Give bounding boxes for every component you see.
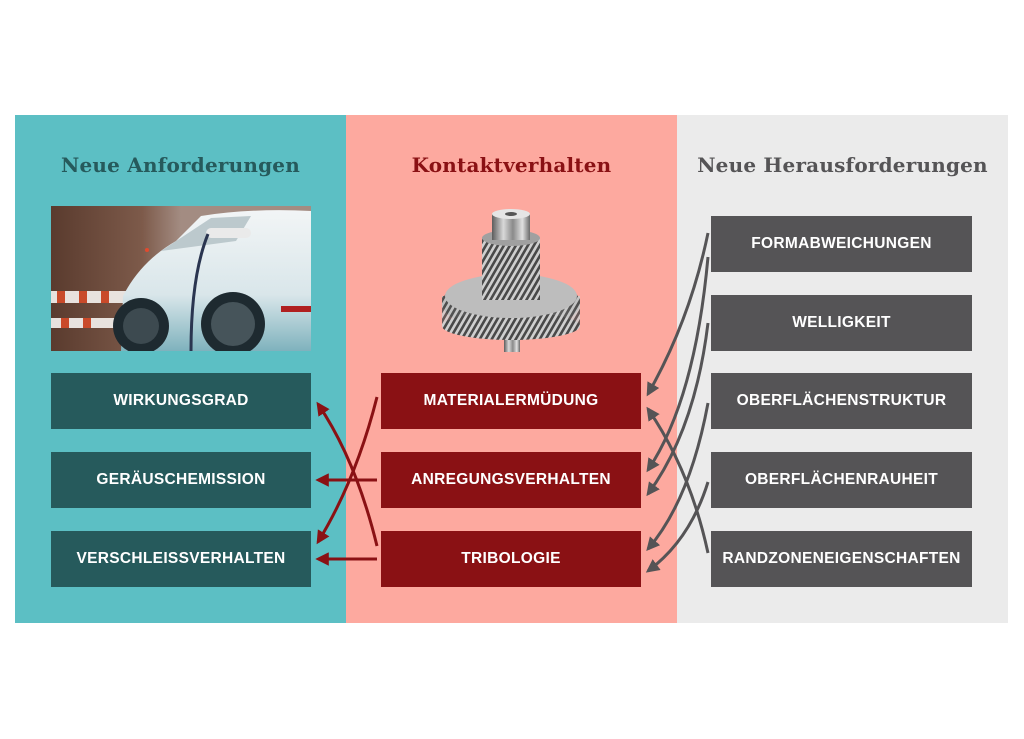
challenge-oberflaechenstruktur: OBERFLÄCHENSTRUKTUR: [711, 373, 972, 429]
contact-anregungsverhalten: ANREGUNGSVERHALTEN: [381, 452, 641, 508]
challenge-oberflaechenrauheit: OBERFLÄCHENRAUHEIT: [711, 452, 972, 508]
panel-title: Neue Anforderungen: [61, 153, 300, 177]
challenge-formabweichungen: FORMABWEICHUNGEN: [711, 216, 972, 272]
contact-materialermuedung: MATERIALERMÜDUNG: [381, 373, 641, 429]
requirement-wirkungsgrad: WIRKUNGSGRAD: [51, 373, 311, 429]
panel-title: Neue Herausforderungen: [697, 153, 988, 177]
panel-title: Kontaktverhalten: [411, 153, 612, 177]
challenge-welligkeit: WELLIGKEIT: [711, 295, 972, 351]
challenge-randzoneneigenschaften: RANDZONENEIGENSCHAFTEN: [711, 531, 972, 587]
requirement-geraeuschemission: GERÄUSCHEMISSION: [51, 452, 311, 508]
gear-icon: [442, 209, 580, 352]
car-illustration-icon: [51, 206, 311, 351]
helical-gear-photo: [440, 208, 582, 354]
contact-tribologie: TRIBOLOGIE: [381, 531, 641, 587]
requirement-verschleissverhalten: VERSCHLEISSVERHALTEN: [51, 531, 311, 587]
electric-car-charging-photo: [51, 206, 311, 351]
